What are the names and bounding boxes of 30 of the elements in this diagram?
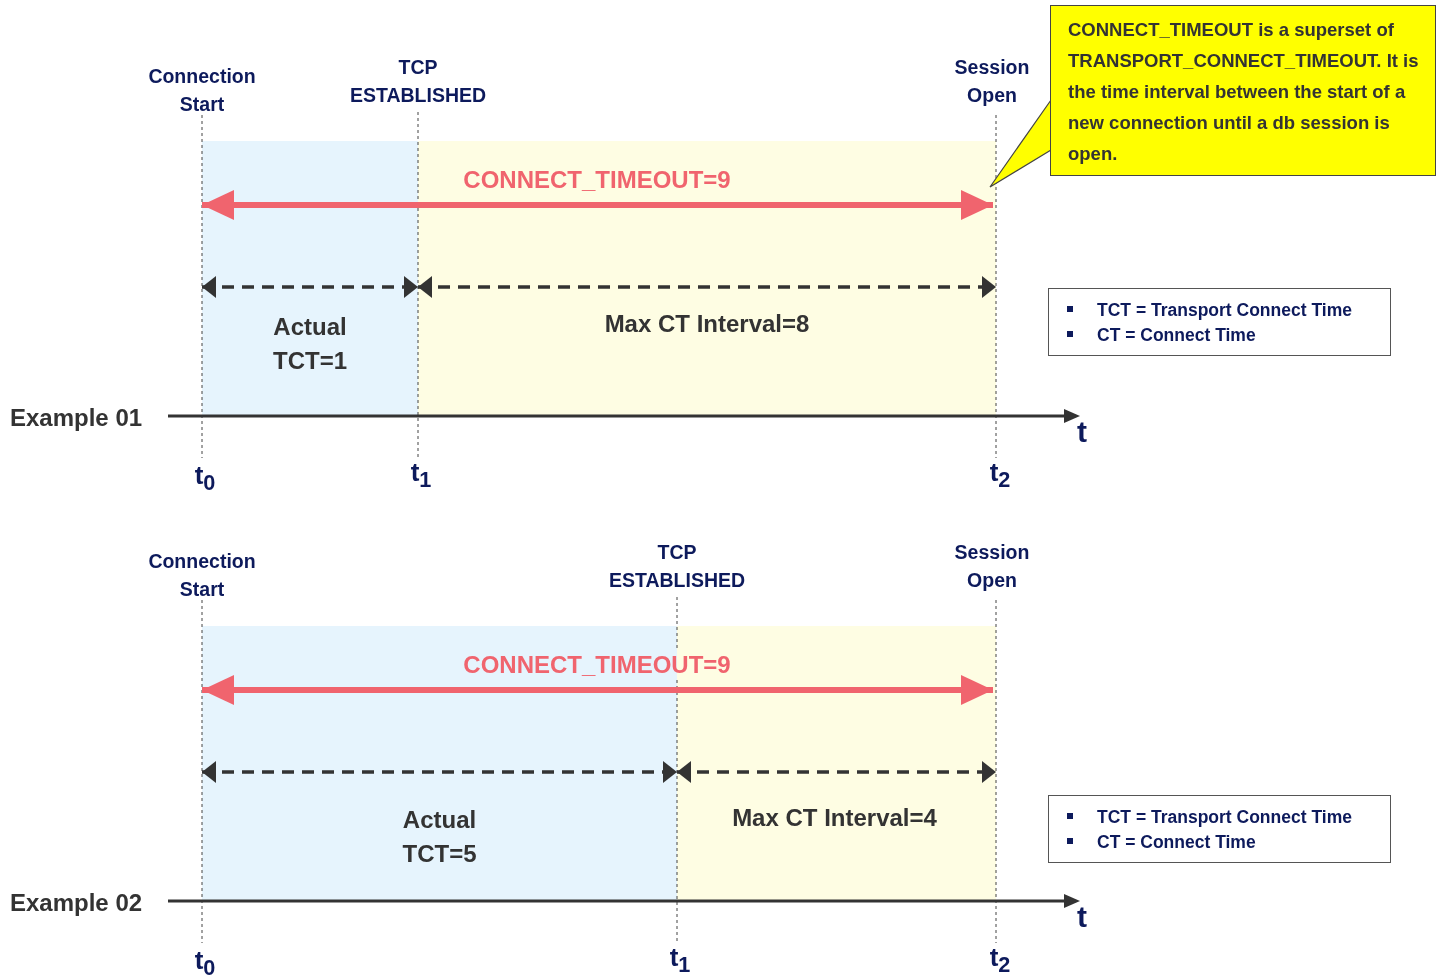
example-label: Example 01 (10, 403, 143, 433)
interval-label: Max CT Interval=8 (603, 309, 811, 339)
time-marker: t$_{0}$ (193, 944, 217, 975)
axis-label: t (1077, 414, 1087, 450)
callout-text: CONNECT_TIMEOUT is a superset of TRANSPORT_CONNECT_TIMEOUT. It is the time interval between the start of a new connection until a db session is open. (1068, 18, 1420, 166)
callout-bubble (1050, 5, 1436, 176)
event-label: Session Open (953, 55, 1031, 108)
time-marker: t$_{1}$ (668, 941, 692, 975)
key-text: TCT = Transport Connect Time (1097, 806, 1352, 828)
key-text: CT = Connect Time (1097, 324, 1256, 346)
key-text: TCT = Transport Connect Time (1097, 299, 1352, 321)
event-label: TCP ESTABLISHED (348, 55, 488, 108)
duration-label: CONNECT_TIMEOUT=9 (462, 650, 732, 680)
event-label: Connection Start (147, 549, 257, 602)
event-label: Session Open (953, 540, 1031, 593)
key-box (1048, 288, 1391, 356)
time-marker: t$_{2}$ (988, 456, 1012, 495)
duration-label: CONNECT_TIMEOUT=9 (462, 165, 732, 195)
key-box (1048, 795, 1391, 863)
interval-label: Actual TCT=5 (401, 805, 478, 869)
interval-label: Max CT Interval=4 (731, 803, 938, 833)
time-marker: t$_{0}$ (193, 459, 217, 498)
axis-label: t (1077, 899, 1087, 935)
time-marker: t$_{1}$ (409, 456, 433, 495)
key-text: CT = Connect Time (1097, 831, 1256, 853)
time-marker: t$_{2}$ (988, 941, 1012, 975)
interval-label: Actual TCT=1 (272, 312, 348, 376)
event-label: TCP ESTABLISHED (607, 540, 747, 593)
example-label: Example 02 (10, 888, 143, 918)
event-label: Connection Start (147, 64, 257, 117)
